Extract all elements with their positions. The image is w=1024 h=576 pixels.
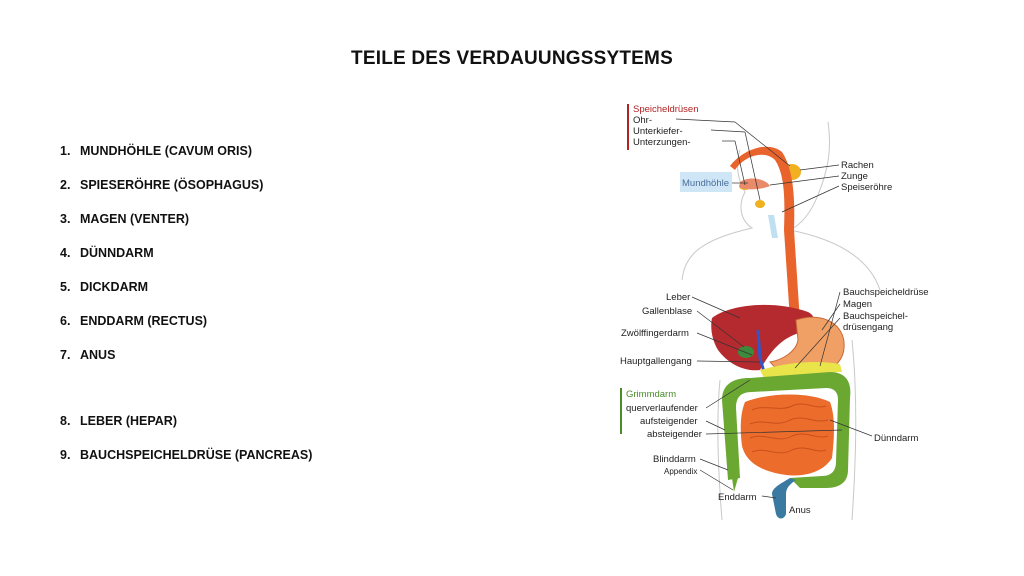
list-item-text: LEBER (HEPAR) — [80, 414, 177, 428]
label-ohr: Ohr- — [633, 115, 652, 126]
label-zunge: Zunge — [841, 171, 868, 182]
label-unterzungen: Unterzungen- — [633, 137, 691, 148]
label-zwoelffingerdarm: Zwölffingerdarm — [621, 328, 689, 339]
list-item: 8.LEBER (HEPAR) — [60, 413, 312, 447]
list-item-text: MUNDHÖHLE (CAVUM ORIS) — [80, 144, 252, 158]
trachea — [768, 215, 778, 238]
label-anus: Anus — [789, 505, 811, 516]
label-enddarm: Enddarm — [718, 492, 757, 503]
label-hauptgallengang: Hauptgallengang — [620, 356, 692, 367]
label-appendix: Appendix — [664, 467, 697, 476]
bile-duct — [756, 329, 766, 373]
small-intestine — [740, 394, 834, 476]
body-outline — [681, 121, 881, 521]
organ-list-primary: 1.MUNDHÖHLE (CAVUM ORIS) 2.SPIESERÖHRE (… — [60, 143, 263, 381]
list-item-text: DICKDARM — [80, 280, 149, 294]
esophagus — [730, 146, 800, 322]
list-item: 7.ANUS — [60, 347, 263, 381]
organ-list-secondary: 8.LEBER (HEPAR) 9.BAUCHSPEICHELDRÜSE (PA… — [60, 413, 312, 481]
list-item: 2.SPIESERÖHRE (ÖSOPHAGUS) — [60, 177, 263, 211]
label-absteigender: absteigender — [647, 429, 702, 440]
pancreas — [760, 362, 842, 380]
list-item-text: BAUCHSPEICHELDRÜSE (PANCREAS) — [80, 448, 313, 462]
leader-lines — [675, 118, 873, 499]
list-item-text: MAGEN (VENTER) — [80, 212, 190, 226]
gallbladder — [738, 346, 754, 358]
colon-group-bar — [620, 388, 622, 434]
tongue — [740, 178, 770, 190]
label-speicheldruesen: Speicheldrüsen — [633, 104, 699, 115]
label-querverlaufender: querverlaufender — [626, 403, 698, 414]
label-magen: Magen — [843, 299, 872, 310]
label-druesengang: drüsengang — [843, 322, 893, 333]
label-leber: Leber — [666, 292, 690, 303]
label-bauchspeichel: Bauchspeichel- — [843, 311, 908, 322]
large-intestine — [722, 372, 851, 488]
page-title: TEILE DES VERDAUUNGSSYTEMS — [351, 48, 673, 69]
list-item: 6.ENDDARM (RECTUS) — [60, 313, 263, 347]
list-item-text: ENDDARM (RECTUS) — [80, 314, 208, 328]
mundhoehle-highlight — [680, 172, 732, 192]
label-mundhoehle: Mundhöhle — [682, 178, 729, 189]
label-bauchspeicheldruese: Bauchspeicheldrüse — [843, 287, 929, 298]
appendix — [732, 478, 738, 492]
list-item: 1.MUNDHÖHLE (CAVUM ORIS) — [60, 143, 263, 177]
list-item: 5.DICKDARM — [60, 279, 263, 313]
list-item-text: ANUS — [80, 348, 116, 362]
list-item: 3.MAGEN (VENTER) — [60, 211, 263, 245]
salivary-group-bar — [627, 104, 629, 150]
label-rachen: Rachen — [841, 160, 874, 171]
list-item: 4.DÜNNDARM — [60, 245, 263, 279]
list-item: 9.BAUCHSPEICHELDRÜSE (PANCREAS) — [60, 447, 312, 481]
label-aufsteigender: aufsteigender — [640, 416, 698, 427]
label-grimmdarm: Grimmdarm — [626, 389, 676, 400]
label-speiseroehre: Speiseröhre — [841, 182, 892, 193]
label-duenndarm: Dünndarm — [874, 433, 918, 444]
rectum — [772, 478, 796, 519]
list-item-text: SPIESERÖHRE (ÖSOPHAGUS) — [80, 178, 264, 192]
label-blinddarm: Blinddarm — [653, 454, 696, 465]
digestive-system-diagram: Speicheldrüsen Ohr- Unterkiefer- Unterzu… — [620, 104, 929, 521]
label-gallenblase: Gallenblase — [642, 306, 692, 317]
list-item-text: DÜNNDARM — [80, 246, 154, 260]
label-unterkiefer: Unterkiefer- — [633, 126, 683, 137]
small-intestine-folds — [749, 403, 829, 454]
liver — [711, 304, 814, 371]
